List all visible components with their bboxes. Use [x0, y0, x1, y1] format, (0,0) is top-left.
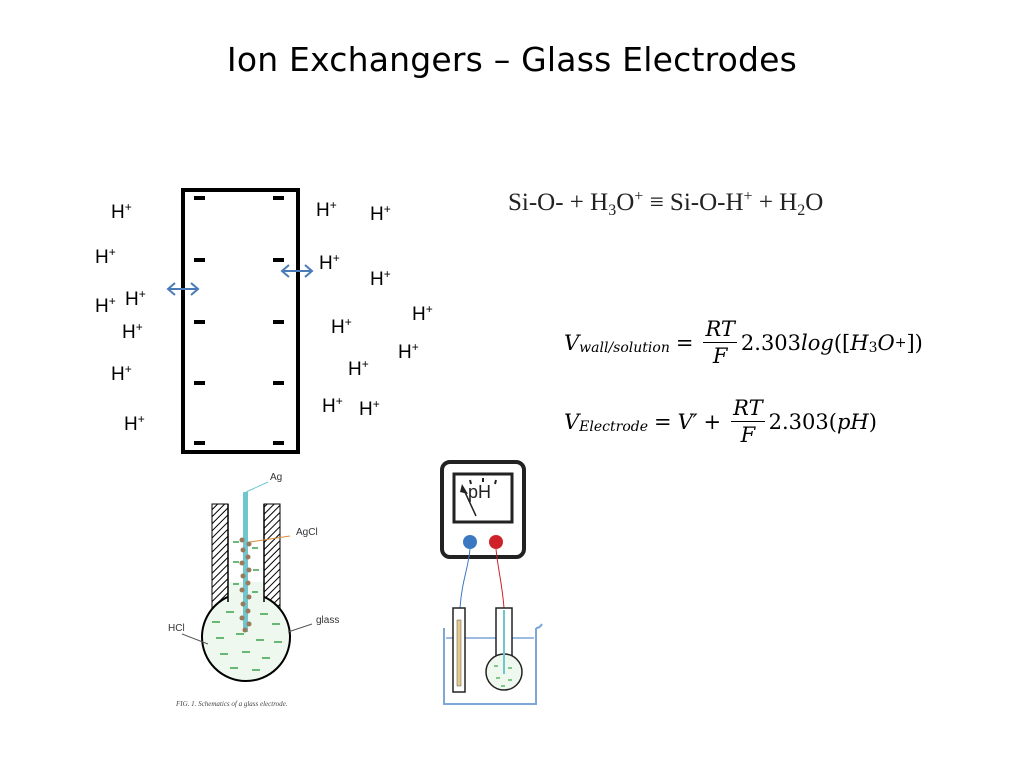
negative-charge: [194, 320, 205, 324]
negative-charge: [273, 441, 284, 445]
hydrogen-ion: H+: [124, 412, 145, 435]
exchange-reaction: Si-O- + H3O+ ≡ Si-O-H+ + H2O: [508, 188, 824, 219]
negative-charge: [194, 196, 205, 200]
negative-charge: [273, 320, 284, 324]
negative-charge: [194, 258, 205, 262]
exchange-arrow-left: [166, 282, 200, 296]
hydrogen-ion: H+: [316, 198, 337, 221]
negative-charge: [273, 258, 284, 262]
glass-electrode-schematic: [181, 481, 313, 682]
hydrogen-ion: H+: [359, 397, 380, 420]
hydrogen-ion: H+: [398, 340, 419, 363]
hydrogen-ion: H+: [95, 294, 116, 317]
hydrogen-ion: H+: [370, 267, 391, 290]
hydrogen-ion: H+: [95, 245, 116, 268]
figure-caption: FIG. 1. Schematics of a glass electrode.: [176, 700, 288, 708]
hydrogen-ion: H+: [322, 394, 343, 417]
negative-charge: [194, 441, 205, 445]
ag-label: Ag: [270, 472, 283, 483]
exchange-arrow-right: [280, 264, 314, 278]
hydrogen-ion: H+: [319, 251, 340, 274]
hydrogen-ion: H+: [125, 287, 146, 310]
agcl-label: AgCl: [296, 527, 318, 538]
glass-label: glass: [316, 615, 340, 626]
negative-charge: [273, 381, 284, 385]
hydrogen-ion: H+: [122, 320, 143, 343]
hydrogen-ion: H+: [412, 302, 433, 325]
hydrogen-ion: H+: [370, 202, 391, 225]
ph-meter-schematic: [440, 460, 543, 705]
hcl-label: HCl: [168, 623, 185, 634]
hydrogen-ion: H+: [348, 357, 369, 380]
glass-membrane: [181, 188, 300, 454]
hydrogen-ion: H+: [111, 200, 132, 223]
hydrogen-ion: H+: [111, 362, 132, 385]
ph-meter-display-label: pH: [468, 482, 492, 502]
negative-charge: [194, 381, 205, 385]
hydrogen-ion: H+: [331, 315, 352, 338]
slide-title: Ion Exchangers – Glass Electrodes: [226, 40, 798, 79]
negative-charge: [273, 196, 284, 200]
